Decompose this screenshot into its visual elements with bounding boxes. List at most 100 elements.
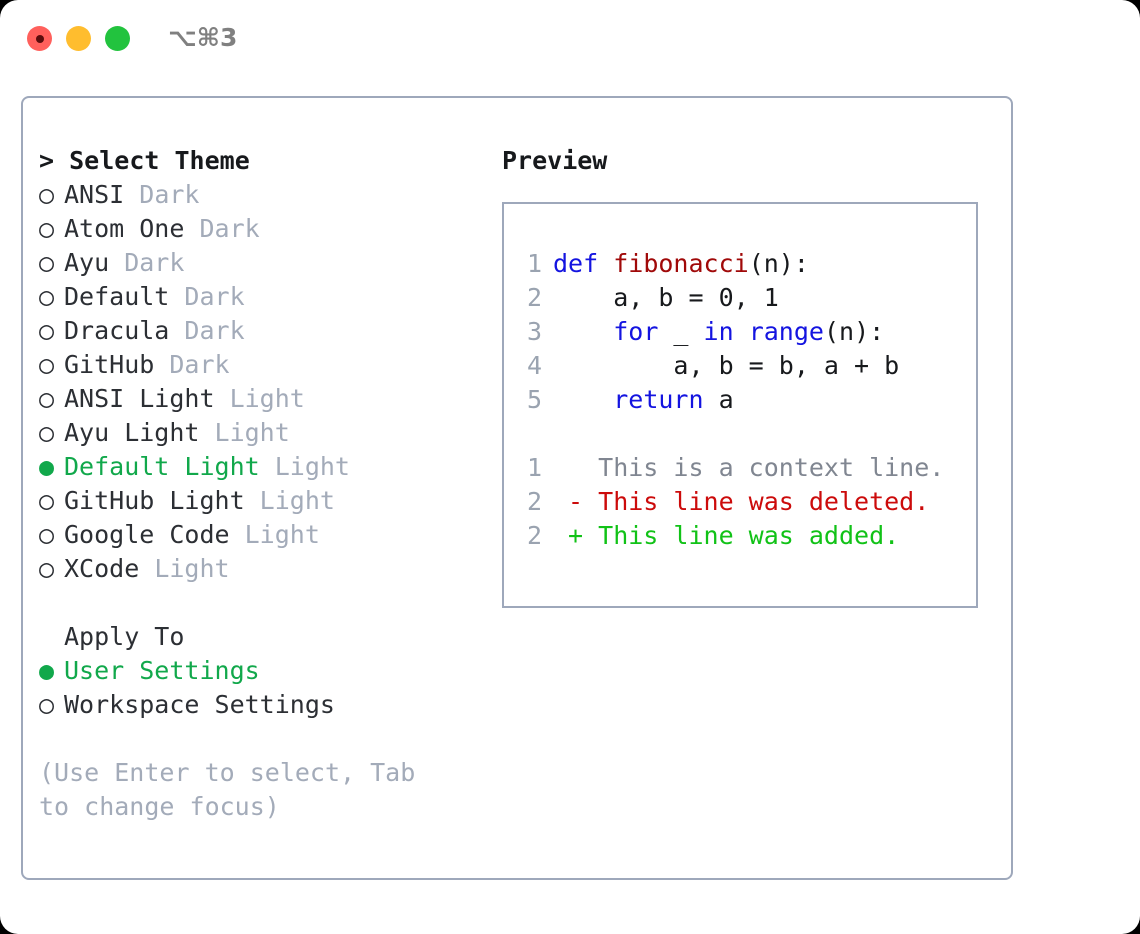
theme-kind-label: Dark [124,180,200,209]
theme-kind-label: Dark [109,248,185,277]
radio-selected-icon: ● [39,452,55,481]
theme-name-label: Ayu [64,248,110,277]
code-token: for [613,317,659,346]
line-number: 2 [526,487,542,516]
line-number: 4 [526,351,542,380]
line-number: 2 [526,283,542,312]
code-line: 3 for _ in range(n): [520,315,899,349]
theme-name-label: Google Code [64,520,230,549]
close-button[interactable] [27,26,52,51]
apply-to-title: Apply To [64,622,185,651]
theme-list-item[interactable]: ○Default Dark [39,280,489,314]
code-token: def [553,249,614,278]
line-number: 5 [526,385,542,414]
code-token: (n): [748,249,809,278]
code-token: a, b = 0, 1 [553,283,779,312]
theme-name-label: GitHub Light [64,486,245,515]
theme-name-label: Default Light [64,452,260,481]
theme-name-label: XCode [64,554,140,583]
code-token: a, b = b, a + b [553,351,900,380]
code-token [734,317,749,346]
code-token: range [748,317,824,346]
theme-kind-label: Dark [184,214,260,243]
theme-list-item[interactable]: ○ GitHub Dark [39,348,489,382]
line-number: 1 [526,453,542,482]
theme-list-item[interactable]: ○ Dracula Dark [39,314,489,348]
traffic-lights [27,26,130,51]
code-line: 5 return a [520,383,899,417]
code-token: _ [658,317,704,346]
title-bar: ⌥⌘3 [0,0,1140,78]
line-number: 2 [526,521,542,550]
theme-kind-label: Light [259,452,350,481]
diff-text: - This line was deleted. [553,487,930,516]
code-token [553,317,613,346]
theme-list-item[interactable]: ● Default Light Light [39,450,489,484]
radio-unselected-icon: ○ [39,316,55,345]
radio-unselected-icon: ○ [39,690,55,719]
radio-unselected-icon: ○ [39,384,55,413]
code-line: 4 a, b = b, a + b [520,349,899,383]
theme-name-label: ANSI [64,180,125,209]
code-token: (n): [823,317,885,346]
theme-kind-label: Light [214,384,305,413]
theme-name-label: Ayu Light [64,418,200,447]
code-token [553,385,613,414]
diff-text: + This line was added. [553,521,900,550]
minimize-button[interactable] [66,26,91,51]
prompt-caret-icon: > [39,146,55,175]
theme-kind-label: Light [139,554,230,583]
radio-unselected-icon: ○ [39,180,55,209]
theme-list-item[interactable]: ○Ayu Light Light [39,416,489,450]
theme-list-header: > Select Theme [39,144,489,178]
theme-list-item[interactable]: ○XCode Light [39,552,489,586]
theme-name-label: ANSI Light [64,384,215,413]
apply-to-label: Workspace Settings [64,690,335,719]
maximize-button[interactable] [105,26,130,51]
theme-list-item[interactable]: ○ Ayu Dark [39,246,489,280]
code-line: 1 def fibonacci(n): [520,247,899,281]
line-number: 1 [526,249,542,278]
radio-unselected-icon: ○ [39,214,55,243]
radio-unselected-icon: ○ [39,486,55,515]
code-token: a [703,385,734,414]
theme-name-label: Dracula [64,316,170,345]
theme-name-label: Atom One [64,214,185,243]
diff-line: 2 - This line was deleted. [520,485,944,519]
radio-unselected-icon: ○ [39,282,55,311]
keyboard-hint-text: (Use Enter to select, Tab to change focu… [39,758,416,821]
radio-unselected-icon: ○ [39,350,55,379]
theme-name-label: GitHub [64,350,155,379]
radio-unselected-icon: ○ [39,248,55,277]
apply-to-list: ●User Settings○ Workspace Settings [39,654,489,722]
code-line: 2 a, b = 0, 1 [520,281,899,315]
apply-to-label: User Settings [64,656,260,685]
diff-line: 1 This is a context line. [520,451,944,485]
theme-kind-label: Light [244,486,335,515]
theme-picker-column: > Select Theme ○ANSI Dark○Atom One Dark○… [39,144,489,824]
theme-name-label: Default [64,282,170,311]
theme-kind-label: Dark [169,316,245,345]
code-token: fibonacci [613,249,749,278]
diff-sample: 1 This is a context line.2 - This line w… [520,451,944,553]
theme-list-item[interactable]: ○ ANSI Dark [39,178,489,212]
theme-list-item[interactable]: ○Google Code Light [39,518,489,552]
theme-list-item[interactable]: ○ Atom One Dark [39,212,489,246]
code-token: in [703,317,734,346]
keyboard-shortcut-label: ⌥⌘3 [168,23,238,52]
apply-to-option[interactable]: ○ Workspace Settings [39,688,489,722]
diff-text: This is a context line. [553,453,945,482]
theme-kind-label: Dark [154,350,230,379]
main-panel: > Select Theme ○ANSI Dark○Atom One Dark○… [21,96,1013,880]
diff-line: 2 + This line was added. [520,519,944,553]
theme-list-item[interactable]: ○ ANSI Light Light [39,382,489,416]
code-token: return [613,385,704,414]
apply-to-option[interactable]: ●User Settings [39,654,489,688]
theme-list-item[interactable]: ○ GitHub Light Light [39,484,489,518]
theme-kind-label: Light [229,520,320,549]
line-number: 3 [526,317,542,346]
